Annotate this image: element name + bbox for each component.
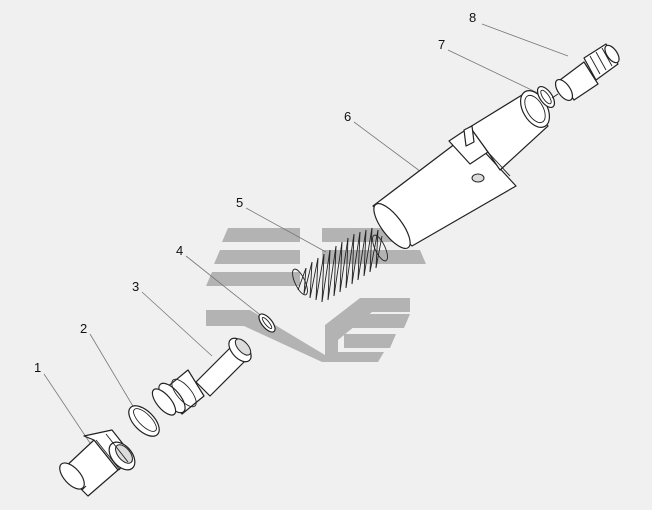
part-2-washer	[128, 405, 160, 437]
callout-label-4: 4	[176, 243, 183, 258]
callout-label-3: 3	[132, 279, 139, 294]
part-7-ring	[536, 85, 556, 109]
leader-line-2	[89, 333, 141, 419]
part-3-plunger	[151, 337, 252, 416]
part-5-spring	[292, 227, 388, 303]
part-1-threaded-nut	[59, 429, 136, 497]
leader-line-8	[481, 23, 569, 57]
part-4-o-ring	[258, 313, 276, 333]
leader-line-4	[185, 255, 265, 319]
callout-label-5: 5	[236, 195, 243, 210]
watermark-logo	[206, 228, 426, 362]
callout-label-2: 2	[80, 321, 87, 336]
leader-line-1	[43, 373, 93, 447]
leader-line-3	[141, 291, 213, 357]
callout-label-7: 7	[438, 37, 445, 52]
callout-label-1: 1	[34, 360, 41, 375]
leader-line-7	[447, 49, 541, 95]
leader-lines	[43, 23, 569, 447]
callout-label-8: 8	[469, 10, 476, 25]
part-6-housing	[372, 90, 551, 249]
callout-labels: 1 2 3 4 5 6 7 8	[34, 10, 476, 375]
callout-label-6: 6	[344, 109, 351, 124]
part-8-fitting	[551, 43, 620, 102]
leader-line-5	[245, 207, 327, 253]
